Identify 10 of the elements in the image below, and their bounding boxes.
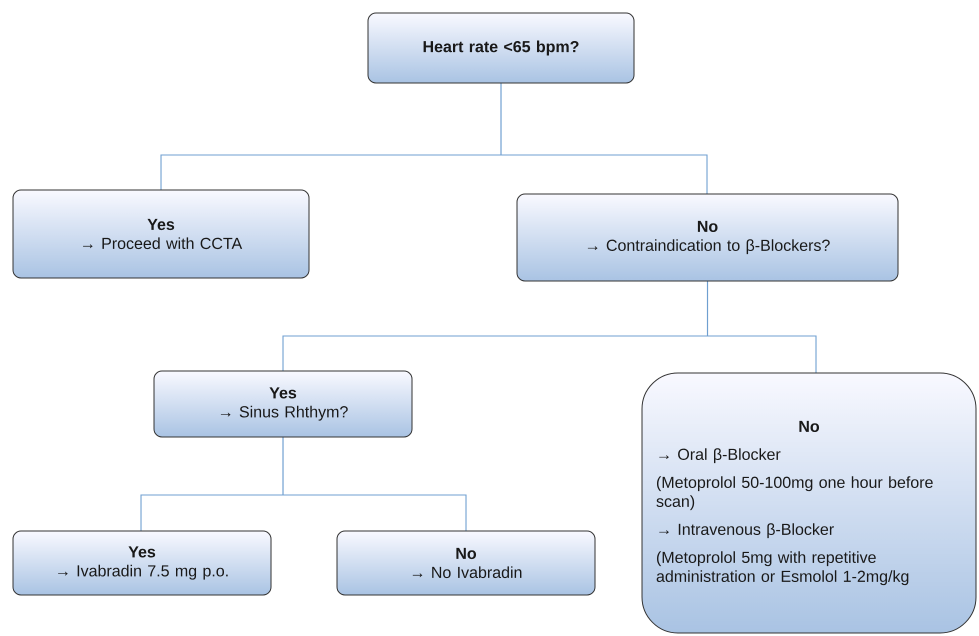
flow-box: Yes → Sinus Rhthym? — [154, 370, 412, 438]
connector-line — [500, 84, 708, 194]
flow-box: No → Oral β-Blocker (Metoprolol 50-100mg one hour before scan) → Intravenous β-Blocker (Metoprolol 5mg with repetitive administration or Esmolol 1-2mg/kg — [642, 372, 976, 634]
flow-box: No → No Ivabradin — [336, 530, 596, 596]
connector-line — [282, 438, 467, 530]
flow-box: Yes → Ivabradin 7.5 mg p.o. — [12, 530, 272, 596]
connector-line — [706, 282, 817, 372]
flow-box: No → Contraindication to β-Blockers? — [516, 194, 898, 282]
flow-box: Heart rate <65 bpm? — [368, 12, 634, 84]
flow-box: Yes → Proceed with CCTA — [12, 190, 310, 278]
